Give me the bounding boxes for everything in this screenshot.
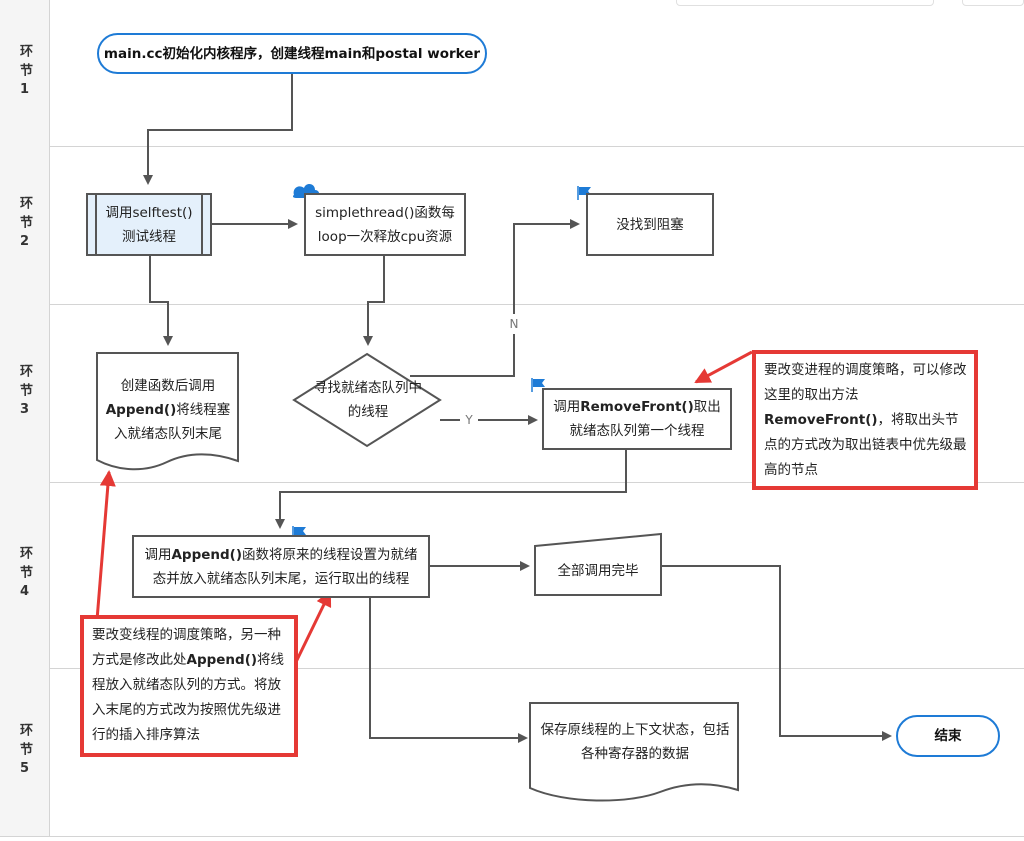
- notfound-box[interactable]: 没找到阻塞: [586, 193, 714, 256]
- note-right-post: ，将取出头节点的方式改为取出链表中优先级最高的节点: [764, 412, 967, 478]
- lane-header-1: 环节1: [0, 0, 50, 146]
- note-arrow-left-up: [95, 470, 116, 621]
- removefront-box[interactable]: 调用RemoveFront()取出就绪态队列第一个线程: [542, 388, 732, 450]
- edge-label-no: N: [509, 317, 519, 331]
- append-pre: 调用: [144, 546, 172, 563]
- create-thread-document[interactable]: 创建函数后调用 Append()将线程塞入就绪态队列末尾: [99, 365, 237, 455]
- simplethread-label: simplethread()函数每loop一次释放cpu资源: [315, 204, 455, 245]
- lane-header-4: 环节4: [0, 482, 50, 668]
- lane-1: [0, 0, 1024, 147]
- decision-text-box[interactable]: 寻找就绪态队列中的线程: [312, 376, 424, 424]
- append-bold: Append(): [171, 546, 243, 563]
- removefront-bold: RemoveFront(): [580, 399, 694, 415]
- note-arrow-left-right: [294, 590, 332, 663]
- document-shape-create: [96, 352, 239, 471]
- edge-alldone-end: [662, 565, 892, 741]
- selftest-process[interactable]: 调用selftest()测试线程: [86, 193, 212, 256]
- create-pre: 创建函数后调用: [120, 378, 216, 394]
- removefront-post: 取出就绪态队列第一个线程: [569, 399, 721, 439]
- create-bold: Append(): [105, 402, 177, 418]
- flag-icon: [531, 378, 545, 392]
- note-left-post: 将线程放入就绪态队列的方式。将放入末尾的方式改为按照优先级进行的插入排序算法: [92, 652, 285, 743]
- document-shape-save: [529, 702, 739, 802]
- lane-label: 环节2: [17, 195, 32, 255]
- end-terminator[interactable]: 结束: [896, 715, 1000, 757]
- lane-header-5: 环节5: [0, 668, 50, 836]
- lane-label: 环节4: [17, 545, 32, 605]
- alldone-label: 全部调用完毕: [557, 562, 639, 579]
- selftest-label: 调用selftest()测试线程: [105, 204, 193, 245]
- lane-label: 环节3: [17, 363, 32, 423]
- append-post: 函数将原来的线程设置为就绪态并放入就绪态队列末尾，运行取出的线程: [152, 546, 418, 587]
- edge-label-yes: Y: [465, 413, 473, 427]
- notfound-label: 没找到阻塞: [616, 216, 684, 233]
- lane-3: [0, 304, 1024, 483]
- start-label: main.cc初始化内核程序，创建线程main和postal worker: [103, 45, 481, 62]
- lane-header-3: 环节3: [0, 304, 50, 482]
- edge-decision-notfound: [410, 219, 580, 377]
- decision-diamond: [292, 352, 442, 448]
- simplethread-box[interactable]: simplethread()函数每loop一次释放cpu资源: [304, 193, 466, 256]
- note-arrow-right: [694, 350, 753, 384]
- note-append: 要改变线程的调度策略，另一种方式是修改此处Append()将线程放入就绪态队列的…: [80, 615, 298, 757]
- lane-label: 环节5: [17, 722, 32, 782]
- edge-selftest-create: [149, 256, 173, 346]
- end-label: 结束: [934, 728, 962, 744]
- append-box[interactable]: 调用Append()函数将原来的线程设置为就绪态并放入就绪态队列末尾，运行取出的…: [132, 535, 430, 598]
- removefront-text: 调用RemoveFront()取出就绪态队列第一个线程: [550, 395, 724, 443]
- top-tab[interactable]: [676, 0, 934, 6]
- edge-start-selftest: [143, 74, 293, 185]
- alldone-box[interactable]: 全部调用完毕: [535, 546, 661, 595]
- edge-simplethread-decision: [363, 256, 385, 346]
- lane-4: [0, 482, 1024, 669]
- append-text: 调用Append()函数将原来的线程设置为就绪态并放入就绪态队列末尾，运行取出的…: [138, 543, 424, 591]
- removefront-pre: 调用: [553, 399, 581, 415]
- note-right-pre: 要改变进程的调度策略，可以修改这里的取出方法: [764, 362, 967, 403]
- manual-input-shape-alldone: [534, 532, 662, 596]
- save-context-document[interactable]: 保存原线程的上下文状态，包括各种寄存器的数据: [534, 712, 736, 772]
- lane-header-2: 环节2: [0, 146, 50, 304]
- edge-removefront-append: [275, 450, 627, 529]
- edge-append-save: [369, 598, 528, 743]
- save-label: 保存原线程的上下文状态，包括各种寄存器的数据: [540, 722, 730, 762]
- create-post: 将线程塞入就绪态队列末尾: [114, 402, 231, 442]
- note-right-bold: RemoveFront(): [764, 412, 878, 428]
- note-removefront: 要改变进程的调度策略，可以修改这里的取出方法 RemoveFront()，将取出头…: [752, 350, 978, 490]
- decision-label: 寻找就绪态队列中的线程: [314, 380, 422, 420]
- create-thread-text: 创建函数后调用 Append()将线程塞入就绪态队列末尾: [103, 374, 233, 446]
- note-left-bold: Append(): [186, 652, 258, 668]
- lane-5: [0, 668, 1024, 837]
- note-left-pre: 要改变线程的调度策略，另一种方式是修改此处: [92, 627, 281, 668]
- lane-label: 环节1: [17, 43, 32, 103]
- start-terminator[interactable]: main.cc初始化内核程序，创建线程main和postal worker: [97, 33, 487, 74]
- lane-2: [0, 146, 1024, 305]
